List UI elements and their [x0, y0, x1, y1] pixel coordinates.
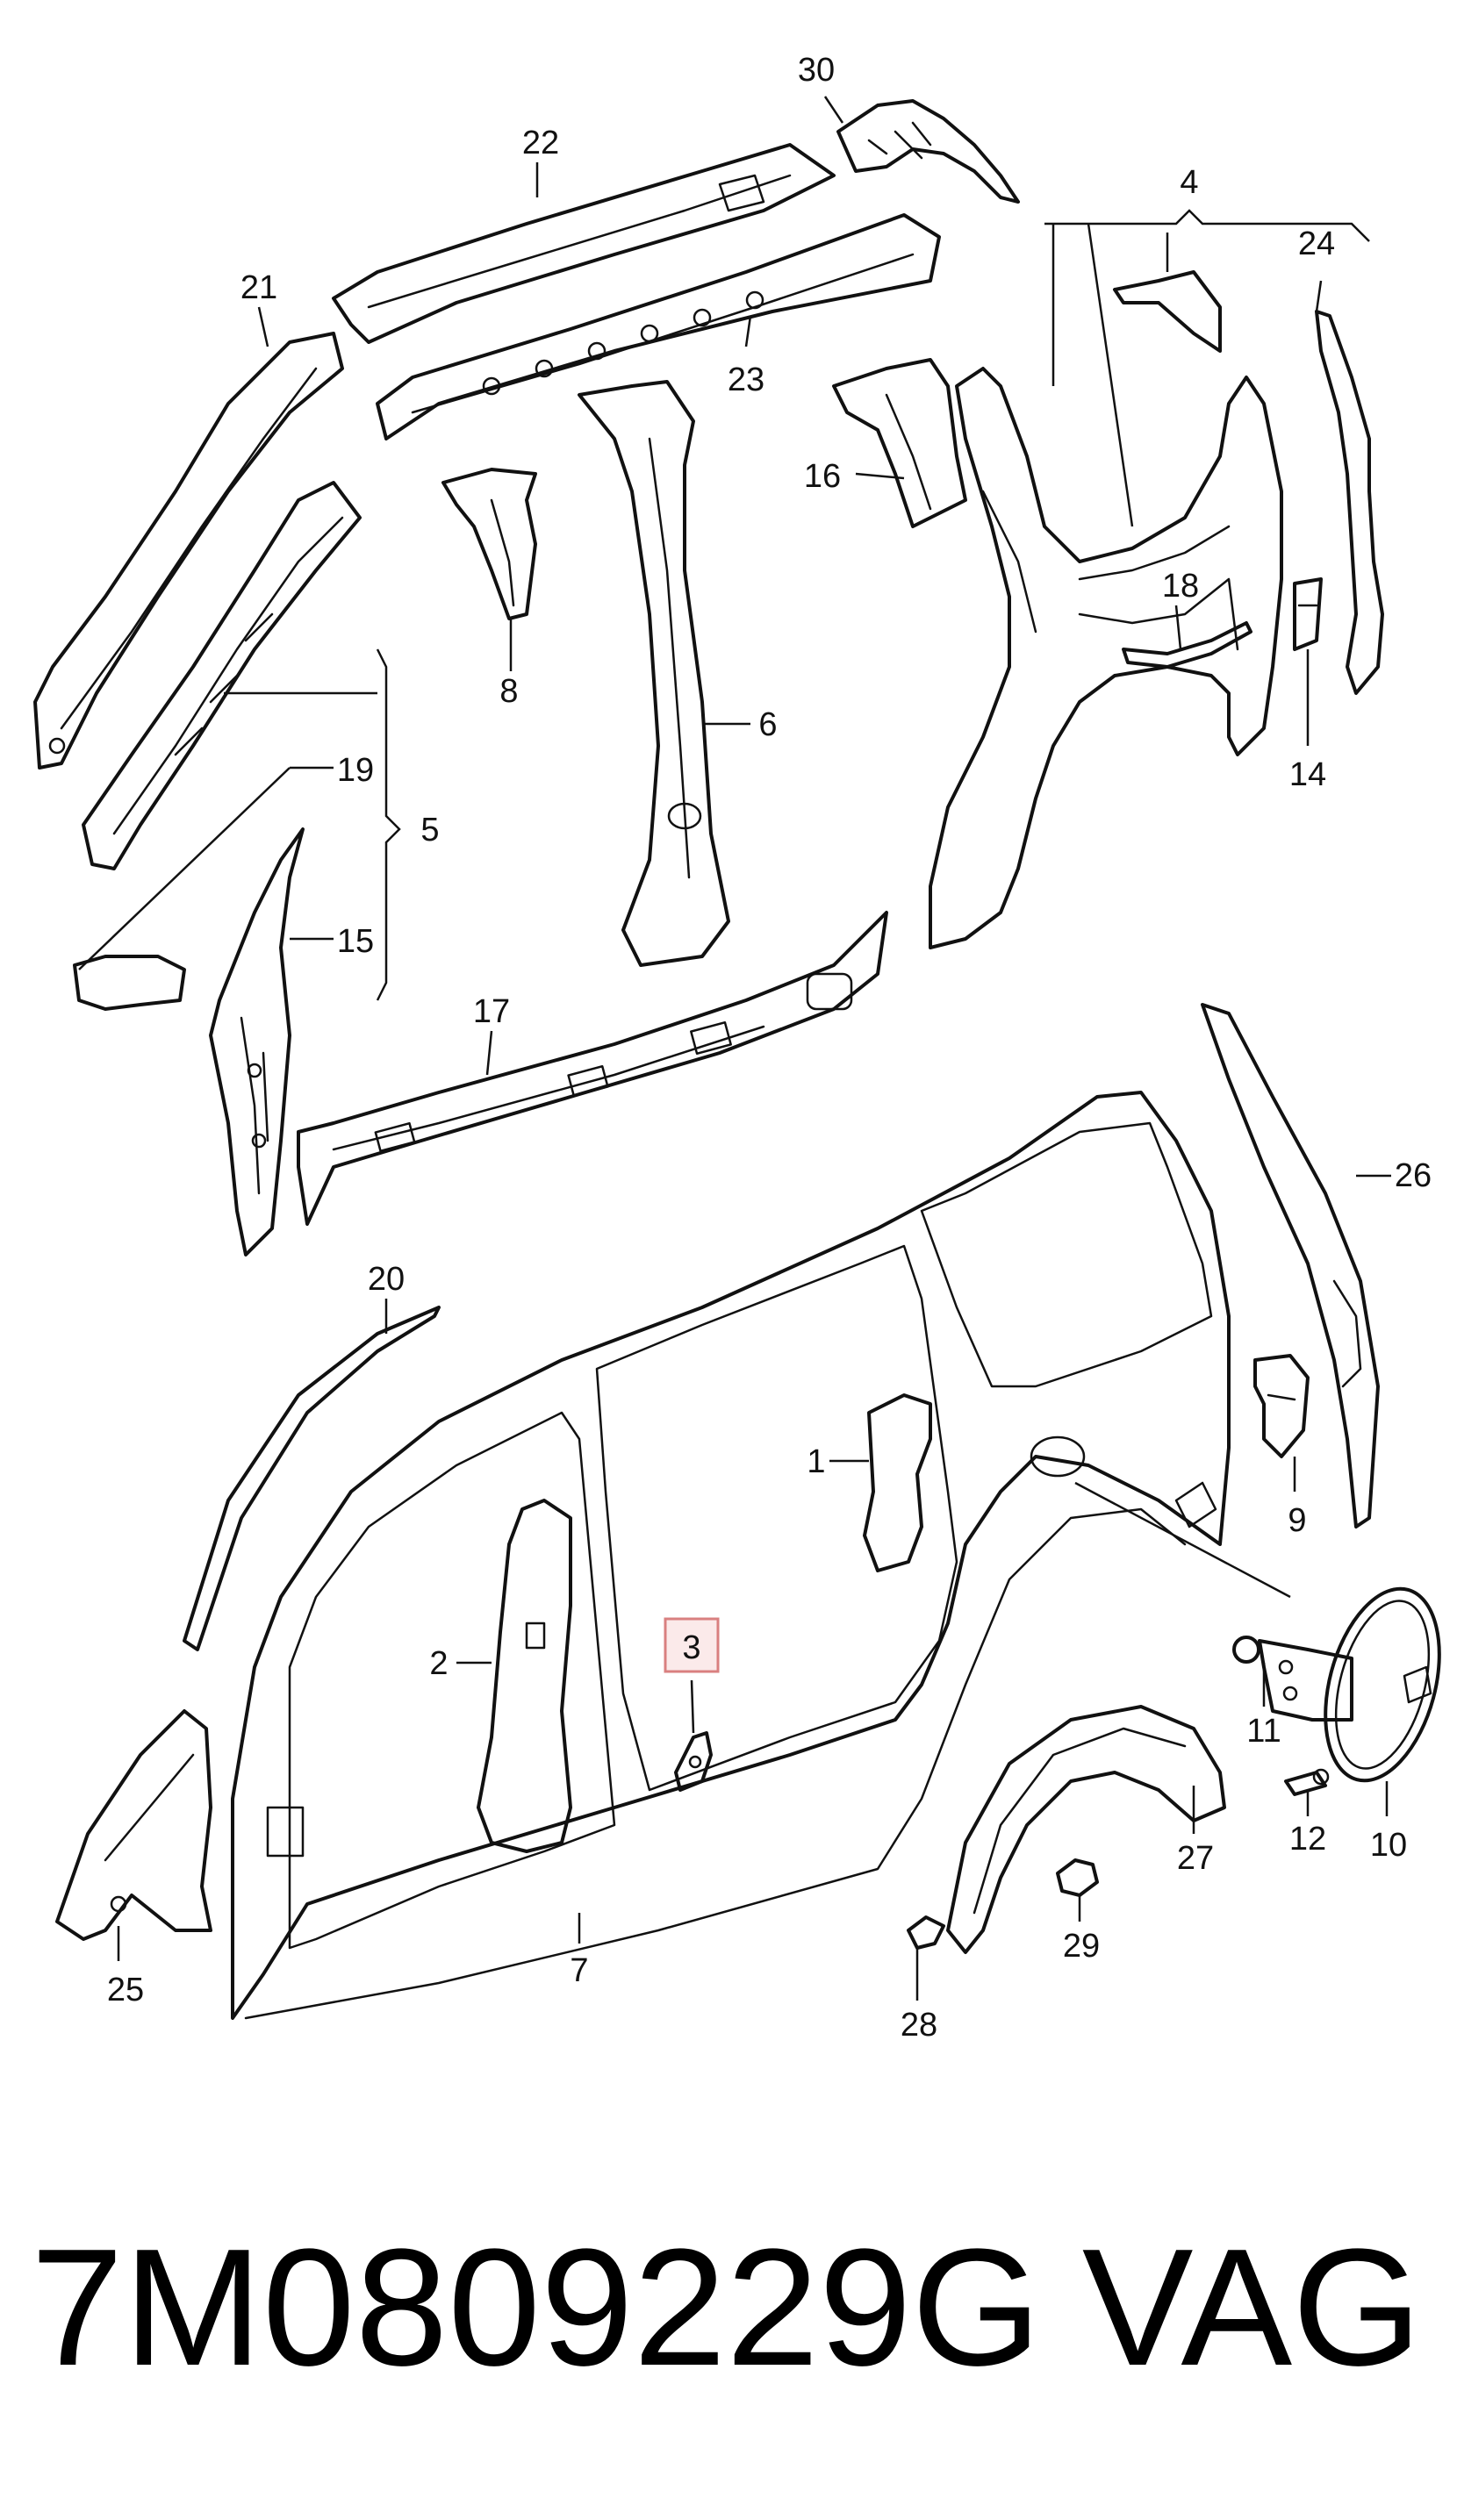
part-5-a-pillar-inner — [82, 481, 362, 870]
part-19-bracket — [73, 955, 186, 1011]
part-18-strip — [1122, 621, 1252, 669]
callout-15: 15 — [337, 923, 374, 960]
part-11-hinge — [1232, 1636, 1353, 1722]
part-10-fuel-door — [1324, 1586, 1441, 1783]
callout-3-highlight — [664, 1617, 720, 1673]
callout-2: 2 — [429, 1645, 448, 1682]
part-4-upper-panel — [1113, 270, 1222, 353]
footer-part-number: 7M0809229G — [31, 2215, 1041, 2401]
part-29-clip — [1056, 1858, 1099, 1897]
part-9-bracket — [1253, 1354, 1310, 1458]
callout-16: 16 — [804, 458, 841, 495]
callout-9: 9 — [1288, 1502, 1306, 1539]
part-1-pillar-insert — [863, 1393, 932, 1572]
part-20-roof-strip — [183, 1306, 441, 1651]
part-4-rear-quarter-inner — [929, 367, 1283, 949]
callout-29: 29 — [1063, 1928, 1100, 1965]
part-6-b-pillar-inner — [578, 380, 730, 967]
callout-24: 24 — [1298, 226, 1335, 262]
callout-labels: 30 22 4 24 21 23 16 18 8 6 14 19 5 15 17… — [107, 52, 1432, 2044]
footer-brand: VAG — [1082, 2215, 1422, 2401]
part-28-clip — [907, 1915, 945, 1950]
callout-19: 19 — [337, 752, 374, 789]
part-22-roof-rail-outer — [332, 143, 836, 344]
part-3-bracket — [674, 1731, 713, 1792]
part-23-roof-rail-inner — [376, 213, 941, 440]
part-25-front-corner — [55, 1709, 212, 1941]
leader-lines — [78, 96, 1391, 2001]
callout-23: 23 — [728, 362, 764, 398]
part-2-reinforcement — [477, 1499, 572, 1853]
part-17-sill-panel — [297, 911, 888, 1226]
part-21-a-pillar-outer — [33, 332, 344, 770]
callout-28: 28 — [901, 2007, 937, 2044]
callout-3: 3 — [682, 1629, 700, 1666]
callout-22: 22 — [522, 125, 559, 161]
part-16-c-pillar-reinforcement — [832, 358, 967, 528]
callout-26: 26 — [1395, 1157, 1432, 1194]
callout-20: 20 — [368, 1261, 405, 1298]
callout-27: 27 — [1177, 1840, 1214, 1877]
callout-4: 4 — [1180, 164, 1198, 201]
part-30-roof-corner — [836, 99, 1020, 204]
callout-6: 6 — [758, 706, 777, 743]
part-27-wheel-arch-liner — [946, 1705, 1226, 1954]
callout-7: 7 — [570, 1952, 588, 1989]
callout-10: 10 — [1370, 1827, 1407, 1864]
part-7-side-panel — [231, 1091, 1231, 2020]
part-15-front-pillar-lower — [209, 827, 305, 1256]
callout-8: 8 — [499, 673, 518, 710]
callout-5: 5 — [420, 812, 439, 848]
part-14-bracket — [1293, 577, 1323, 651]
callout-14: 14 — [1289, 756, 1326, 793]
callout-12: 12 — [1289, 1821, 1326, 1858]
callout-1: 1 — [807, 1443, 825, 1480]
part-8-pillar-reinforcement — [441, 468, 537, 620]
callout-18: 18 — [1162, 568, 1199, 605]
part-24-rear-trim — [1315, 310, 1384, 695]
part-26-rear-pillar-strip — [1201, 1003, 1380, 1528]
callout-25: 25 — [107, 1972, 144, 2008]
part-12-screw — [1284, 1768, 1330, 1796]
callout-17: 17 — [473, 993, 510, 1030]
callout-30: 30 — [798, 52, 835, 89]
callout-11: 11 — [1246, 1713, 1281, 1750]
callout-21: 21 — [240, 269, 277, 306]
